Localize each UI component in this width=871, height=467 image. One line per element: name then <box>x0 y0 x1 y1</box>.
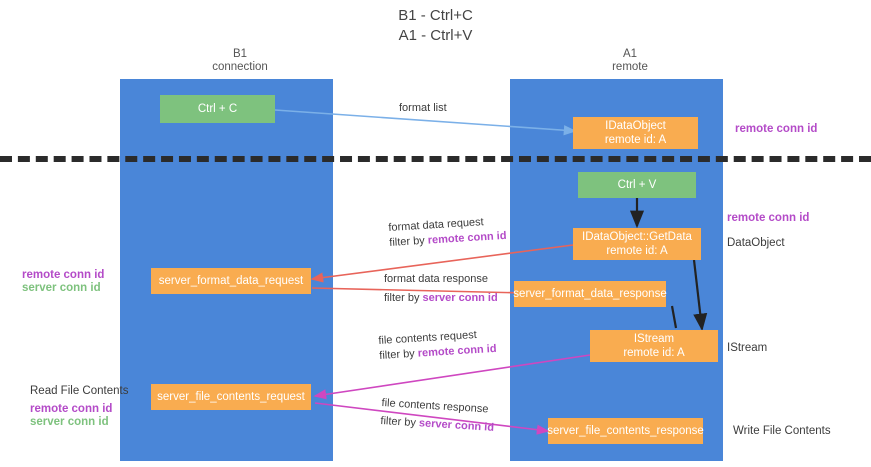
box-ctrl-v-label: Ctrl + V <box>617 179 657 191</box>
box-server-format-data-request-label: server_format_data_request <box>158 275 304 287</box>
box-istream-label: IStream <box>633 333 675 345</box>
box-idataobject[interactable]: IDataObject remote id: A <box>573 117 698 149</box>
edge-label-file-contents-response: file contents response filter by server … <box>380 396 495 434</box>
edge-formatresponse-istream <box>670 305 678 329</box>
label-dataobject: DataObject <box>727 237 785 249</box>
box-ctrl-c[interactable]: Ctrl + C <box>160 95 275 123</box>
label-left-server-conn-id-bottom: server conn id <box>30 416 109 428</box>
section-divider <box>0 156 871 162</box>
label-left-remote-conn-id-mid: remote conn id <box>22 269 105 281</box>
edge-getdata-istream <box>692 259 708 332</box>
label-remote-conn-id-top: remote conn id <box>735 123 818 135</box>
label-left-server-conn-id-mid: server conn id <box>22 282 101 294</box>
label-istream: IStream <box>727 342 768 354</box>
column-header-left: B1 connection <box>150 48 330 74</box>
label-read-file-contents: Read File Contents <box>30 385 129 397</box>
box-server-file-contents-response-label: server_file_contents_response <box>547 425 704 437</box>
label-remote-conn-id-mid: remote conn id <box>727 212 810 224</box>
edge-label-format-data-response: format data response filter by server co… <box>384 273 498 304</box>
box-getdata-sublabel: remote id: A <box>606 245 668 257</box>
edge-format-data-request <box>310 244 574 283</box>
box-istream-sublabel: remote id: A <box>623 347 685 359</box>
title-line-2: A1 - Ctrl+V <box>398 27 473 44</box>
label-left-remote-conn-id-bottom: remote conn id <box>30 403 113 415</box>
edge-file-contents-response <box>314 402 550 435</box>
box-server-format-data-response-label: server_format_data_response <box>513 288 667 300</box>
column-left-name: B1 <box>232 48 248 60</box>
box-getdata-label: IDataObject::GetData <box>582 231 692 243</box>
column-header-right: A1 remote <box>540 48 720 74</box>
box-server-file-contents-request-label: server_file_contents_request <box>157 391 305 403</box>
box-ctrl-c-label: Ctrl + C <box>197 103 238 115</box>
box-server-file-contents-response[interactable]: server_file_contents_response <box>547 418 704 444</box>
title-line-1: B1 - Ctrl+C <box>398 7 473 24</box>
box-idataobject-sublabel: remote id: A <box>604 134 667 146</box>
column-left-role: connection <box>212 61 268 73</box>
box-server-format-data-request[interactable]: server_format_data_request <box>151 268 311 294</box>
box-idataobject-label: IDataObject <box>605 120 666 132</box>
box-server-file-contents-request[interactable]: server_file_contents_request <box>151 384 311 410</box>
column-right-role: remote <box>612 61 648 73</box>
edge-file-contents-request <box>313 354 591 400</box>
edge-format-list <box>274 109 577 136</box>
box-server-format-data-response[interactable]: server_format_data_response <box>513 281 667 307</box>
box-getdata[interactable]: IDataObject::GetData remote id: A <box>573 228 701 260</box>
column-right-name: A1 <box>622 48 638 60</box>
diagram-title: B1 - Ctrl+C A1 - Ctrl+V <box>0 6 871 46</box>
edge-label-format-list: format list <box>399 102 447 114</box>
box-istream[interactable]: IStream remote id: A <box>590 330 718 362</box>
label-write-file-contents: Write File Contents <box>733 425 831 437</box>
box-ctrl-v[interactable]: Ctrl + V <box>578 172 696 198</box>
